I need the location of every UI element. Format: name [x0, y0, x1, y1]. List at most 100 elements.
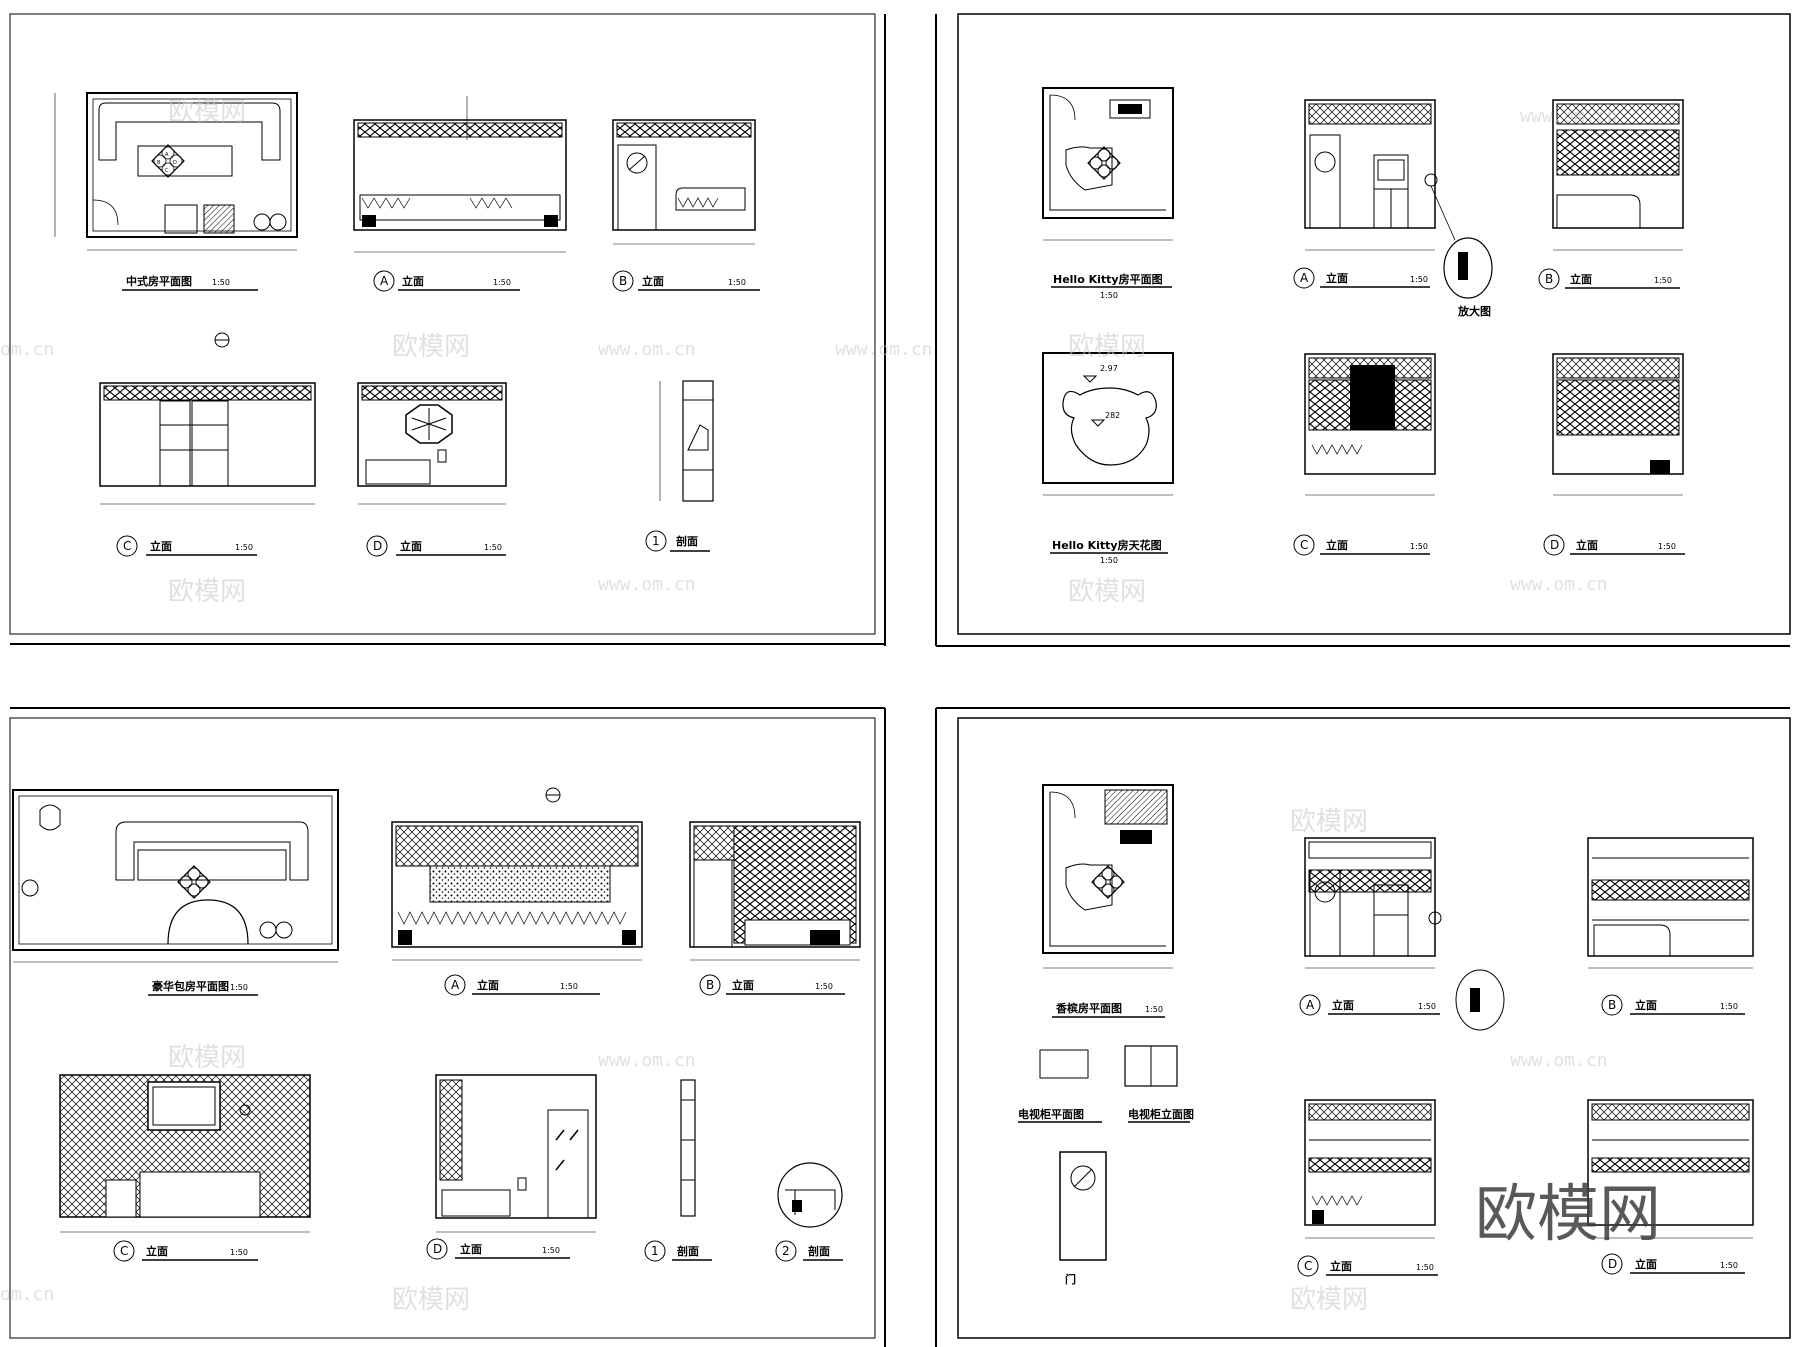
svg-text:A: A: [1306, 998, 1315, 1012]
svg-text:香槟房平面图: 香槟房平面图: [1055, 1001, 1122, 1015]
svg-text:欧模网: 欧模网: [1068, 332, 1146, 362]
elevation-a: [1304, 837, 1505, 1031]
svg-text:A: A: [380, 274, 389, 288]
watermark-layer: 欧模网 欧模网 欧模网 www.om.cn www.om.cn om.cn 欧模…: [0, 97, 1618, 1315]
svg-text:立面: 立面: [1326, 271, 1348, 285]
svg-text:2: 2: [782, 1244, 790, 1258]
section-1: [659, 380, 714, 502]
abcd-orientation-icon: [177, 865, 211, 899]
abcd-orientation-icon: [1091, 865, 1125, 899]
sheet-frame: [9, 13, 876, 635]
svg-text:D: D: [433, 1242, 442, 1256]
svg-text:1:50: 1:50: [484, 543, 502, 552]
svg-text:1:50: 1:50: [1720, 1002, 1738, 1011]
svg-text:欧模网: 欧模网: [168, 1043, 246, 1073]
svg-text:1: 1: [652, 534, 660, 548]
svg-text:www.om.cn: www.om.cn: [598, 574, 696, 595]
svg-text:门: 门: [1065, 1272, 1076, 1286]
svg-text:Hello Kitty房天花图: Hello Kitty房天花图: [1052, 538, 1162, 552]
svg-text:1:50: 1:50: [230, 983, 248, 992]
svg-text:1:50: 1:50: [493, 278, 511, 287]
svg-text:282: 282: [1105, 411, 1120, 420]
svg-text:剖面: 剖面: [808, 1244, 830, 1258]
svg-text:A: A: [1300, 271, 1309, 285]
view-title: 立面: [402, 274, 424, 288]
svg-text:立面: 立面: [460, 1242, 482, 1256]
svg-text:C: C: [1300, 538, 1308, 552]
svg-text:C: C: [123, 539, 131, 553]
svg-text:www.om.cn: www.om.cn: [1510, 1050, 1608, 1071]
sheet-luxury-room: 豪华包房平面图 1:50 A 立面 1:50 B: [9, 707, 886, 1347]
svg-text:立面: 立面: [1330, 1259, 1352, 1273]
svg-text:立面: 立面: [732, 978, 754, 992]
svg-text:B: B: [157, 160, 161, 166]
elevation-a: [391, 787, 643, 961]
svg-text:立面: 立面: [1635, 998, 1657, 1012]
svg-text:D: D: [373, 539, 382, 553]
elevation-c: [1304, 1099, 1436, 1239]
plan-view: [12, 789, 339, 963]
svg-text:1:50: 1:50: [542, 1246, 560, 1255]
svg-text:B: B: [1608, 998, 1616, 1012]
svg-text:欧模网: 欧模网: [1290, 807, 1368, 837]
svg-text:电视柜平面图: 电视柜平面图: [1018, 1107, 1084, 1121]
abcd-orientation-icon: A B D C: [151, 144, 185, 178]
ceiling-plan: 2.97 282: [1042, 352, 1174, 496]
svg-text:立面: 立面: [1576, 538, 1598, 552]
svg-text:A: A: [165, 152, 169, 158]
elevation-a: [1304, 99, 1438, 251]
svg-text:C: C: [1304, 1259, 1312, 1273]
elevation-c: [1304, 353, 1436, 496]
svg-text:C: C: [165, 168, 169, 174]
plan-scale: 1:50: [212, 278, 230, 287]
sheet-hello-kitty-room: Hello Kitty房平面图 1:50 2.97 282 Hello Kitt…: [935, 13, 1791, 647]
svg-text:欧模网: 欧模网: [392, 1285, 470, 1315]
abcd-orientation-icon: [1087, 146, 1121, 180]
svg-text:1: 1: [651, 1244, 659, 1258]
svg-text:1:50: 1:50: [1658, 542, 1676, 551]
svg-text:1:50: 1:50: [815, 982, 833, 991]
elevation-c: [59, 1074, 311, 1233]
svg-text:om.cn: om.cn: [0, 1284, 54, 1305]
svg-text:欧模网: 欧模网: [168, 577, 246, 607]
svg-text:2.97: 2.97: [1100, 364, 1118, 373]
svg-text:1:50: 1:50: [1410, 542, 1428, 551]
elevation-c: [99, 332, 316, 505]
tv-cabinet-plan: [1039, 1049, 1089, 1079]
svg-text:A: A: [451, 978, 460, 992]
svg-text:www.om.cn: www.om.cn: [835, 339, 933, 360]
svg-text:D: D: [173, 160, 177, 166]
svg-text:1:50: 1:50: [1418, 1002, 1436, 1011]
svg-text:B: B: [619, 274, 627, 288]
svg-text:1:50: 1:50: [1410, 275, 1428, 284]
svg-text:1:50: 1:50: [1416, 1263, 1434, 1272]
elevation-d: [435, 1074, 597, 1233]
svg-text:1:50: 1:50: [230, 1248, 248, 1257]
svg-text:B: B: [1545, 272, 1553, 286]
svg-text:D: D: [1550, 538, 1559, 552]
elevation-d: [1587, 1099, 1754, 1239]
svg-text:欧模网: 欧模网: [392, 332, 470, 362]
svg-text:电视柜立面图: 电视柜立面图: [1128, 1107, 1194, 1121]
svg-text:www.om.cn: www.om.cn: [1520, 106, 1618, 127]
sheet-champagne-room: 香槟房平面图 1:50 电视柜平面图 电视柜立面图 门: [935, 707, 1791, 1347]
svg-text:立面: 立面: [400, 539, 422, 553]
plan-view: [1042, 87, 1174, 241]
svg-text:D: D: [1608, 1257, 1617, 1271]
svg-text:剖面: 剖面: [676, 534, 698, 548]
svg-text:立面: 立面: [150, 539, 172, 553]
elevation-d: [357, 382, 507, 505]
plan-view: A B D C: [54, 92, 298, 251]
svg-text:立面: 立面: [146, 1244, 168, 1258]
section-1: [680, 1079, 696, 1217]
elevation-b: [689, 821, 861, 961]
tag-circle: [373, 270, 395, 292]
section-2: [777, 1162, 843, 1228]
tv-cabinet-elevation: [1124, 1045, 1178, 1087]
door-elevation: [1059, 1151, 1107, 1261]
enlarged-detail: [1430, 185, 1493, 299]
svg-text:www.om.cn: www.om.cn: [1510, 574, 1608, 595]
elevation-b: [1587, 837, 1754, 969]
svg-text:www.om.cn: www.om.cn: [598, 339, 696, 360]
